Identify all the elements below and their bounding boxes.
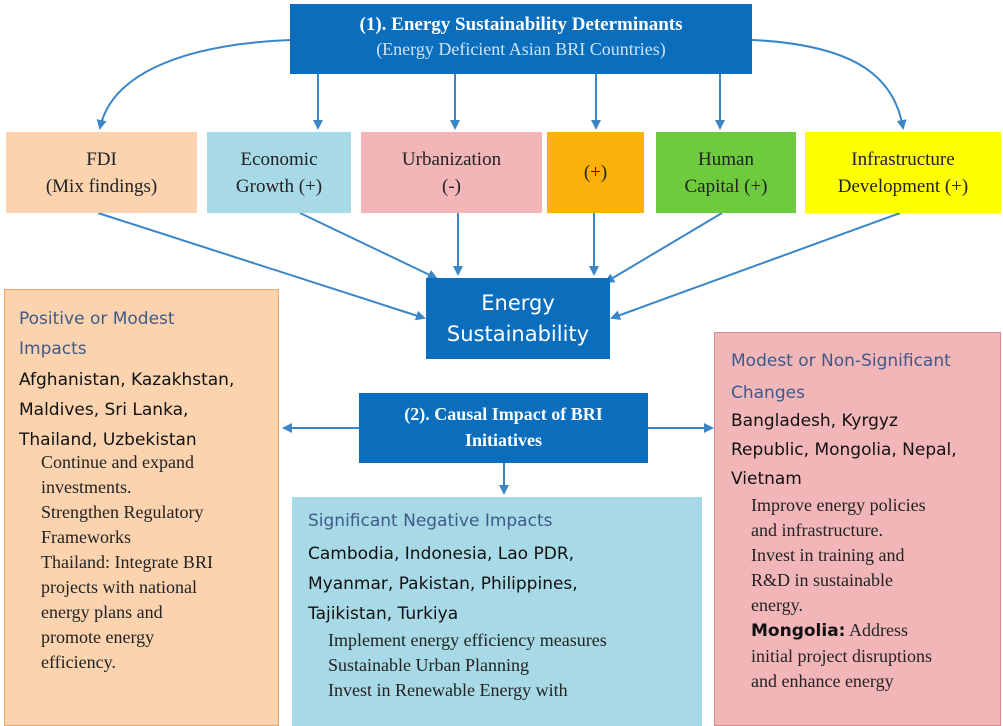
arrow-inf-es bbox=[610, 212, 901, 320]
urb-label-line-1: Urbanization bbox=[401, 148, 502, 170]
energy-sustainability-box: Energy Sustainability bbox=[426, 278, 610, 359]
negative-impacts-panel: Significant Negative Impacts Cambodia, I… bbox=[292, 497, 702, 726]
right-heading: Modest or Non-Significant Changes bbox=[731, 345, 993, 409]
center-rec-line: Implement energy efficiency measures bbox=[328, 630, 607, 650]
right-rec-line: and infrastructure. bbox=[751, 520, 883, 540]
left-heading: Positive or Modest Impacts bbox=[19, 304, 274, 364]
causal-impact-box: (2). Causal Impact of BRI Initiatives bbox=[359, 393, 648, 463]
inf-label-line-1: Infrastructure bbox=[851, 148, 955, 170]
center-country-line: Cambodia, Indonesia, Lao PDR, bbox=[308, 544, 575, 564]
fdi-label-line-1: FDI bbox=[86, 148, 117, 170]
left-rec-line: Frameworks bbox=[41, 527, 131, 547]
determinant-infrastructure: Infrastructure Development (+) bbox=[805, 132, 1001, 213]
right-mongolia-line: Mongolia: Address bbox=[751, 618, 995, 644]
determinant-plus: (+) bbox=[547, 132, 644, 213]
eg-label-line-1: Economic bbox=[240, 148, 318, 170]
left-rec-line: energy plans and bbox=[41, 602, 163, 622]
arrow-hc-es bbox=[604, 212, 723, 284]
right-rec-line: energy. bbox=[751, 595, 803, 615]
mongolia-label: Mongolia: bbox=[751, 621, 846, 641]
right-rec-line: Invest in training and bbox=[751, 545, 905, 565]
arrow-header-fdi bbox=[96, 39, 291, 130]
header-title: (1). Energy Sustainability Determinants bbox=[359, 14, 683, 35]
right-rec-line: initial project disruptions bbox=[751, 646, 932, 666]
center-country-line: Myanmar, Pakistan, Philippines, bbox=[308, 574, 578, 594]
urb-label-line-2: (-) bbox=[442, 175, 461, 197]
center-heading: Significant Negative Impacts bbox=[308, 511, 553, 531]
left-heading-line-2: Impacts bbox=[19, 339, 87, 359]
determinant-economic-growth: Economic Growth (+) bbox=[207, 132, 351, 213]
left-country-line: Maldives, Sri Lanka, bbox=[19, 400, 189, 420]
right-countries: Bangladesh, Kyrgyz Republic, Mongolia, N… bbox=[731, 407, 993, 494]
right-heading-line-1: Modest or Non-Significant bbox=[731, 351, 951, 371]
right-recommendations: Improve energy policies and infrastructu… bbox=[751, 493, 995, 694]
eg-label-line-2: Growth (+) bbox=[235, 175, 323, 197]
left-rec-line: Continue and expand bbox=[41, 452, 194, 472]
left-rec-line: Strengthen Regulatory bbox=[41, 502, 204, 522]
left-rec-line: efficiency. bbox=[41, 652, 116, 672]
plus-label: (+) bbox=[583, 162, 608, 183]
left-heading-line-1: Positive or Modest bbox=[19, 309, 175, 329]
right-heading-line-2: Changes bbox=[731, 383, 805, 403]
es-line-2: Sustainability bbox=[446, 322, 590, 346]
center-rec-line: Sustainable Urban Planning bbox=[328, 655, 529, 675]
arrow-fdi-es bbox=[97, 212, 426, 321]
left-country-line: Thailand, Uzbekistan bbox=[19, 430, 197, 450]
center-recommendations: Implement energy efficiency measures Sus… bbox=[328, 628, 700, 703]
left-country-line: Afghanistan, Kazakhstan, bbox=[19, 370, 235, 390]
determinant-urbanization: Urbanization (-) bbox=[361, 132, 542, 213]
left-recommendations: Continue and expand investments. Strengt… bbox=[41, 450, 277, 675]
right-country-line: Bangladesh, Kyrgyz bbox=[731, 411, 898, 431]
header-subtitle: (Energy Deficient Asian BRI Countries) bbox=[376, 39, 666, 59]
determinant-human-capital: Human Capital (+) bbox=[656, 132, 796, 213]
right-rec-line: and enhance energy bbox=[751, 671, 894, 691]
energy-sustainability-determinants-header: (1). Energy Sustainability Determinants … bbox=[290, 4, 752, 74]
inf-label-line-2: Development (+) bbox=[837, 175, 969, 197]
arrow-header-infrastructure bbox=[751, 39, 907, 130]
left-rec-line: investments. bbox=[41, 477, 132, 497]
hc-label-line-1: Human bbox=[698, 148, 754, 170]
es-line-1: Energy bbox=[481, 291, 555, 315]
right-country-line: Republic, Mongolia, Nepal, bbox=[731, 440, 957, 460]
left-countries: Afghanistan, Kazakhstan, Maldives, Sri L… bbox=[19, 365, 277, 455]
center-rec-line: Invest in Renewable Energy with bbox=[328, 680, 568, 700]
right-rec-line: Improve energy policies bbox=[751, 495, 926, 515]
ci-line-2: Initiatives bbox=[464, 430, 542, 450]
positive-impacts-panel: Positive or Modest Impacts Afghanistan, … bbox=[4, 289, 279, 726]
ci-line-1: (2). Causal Impact of BRI bbox=[404, 404, 603, 424]
center-countries: Cambodia, Indonesia, Lao PDR, Myanmar, P… bbox=[308, 539, 698, 629]
left-rec-line: Thailand: Integrate BRI bbox=[41, 552, 213, 572]
left-rec-line: promote energy bbox=[41, 627, 155, 647]
right-country-line: Vietnam bbox=[731, 469, 802, 489]
right-rec-line: R&D in sustainable bbox=[751, 570, 893, 590]
center-country-line: Tajikistan, Turkiya bbox=[308, 604, 459, 624]
fdi-label-line-2: (Mix findings) bbox=[45, 175, 158, 197]
left-rec-line: projects with national bbox=[41, 577, 197, 597]
hc-label-line-2: Capital (+) bbox=[684, 175, 768, 197]
mongolia-text-1: Address bbox=[849, 620, 908, 640]
arrow-eg-es bbox=[299, 212, 438, 280]
non-significant-changes-panel: Modest or Non-Significant Changes Bangla… bbox=[714, 332, 1001, 726]
determinant-fdi: FDI (Mix findings) bbox=[6, 132, 197, 213]
